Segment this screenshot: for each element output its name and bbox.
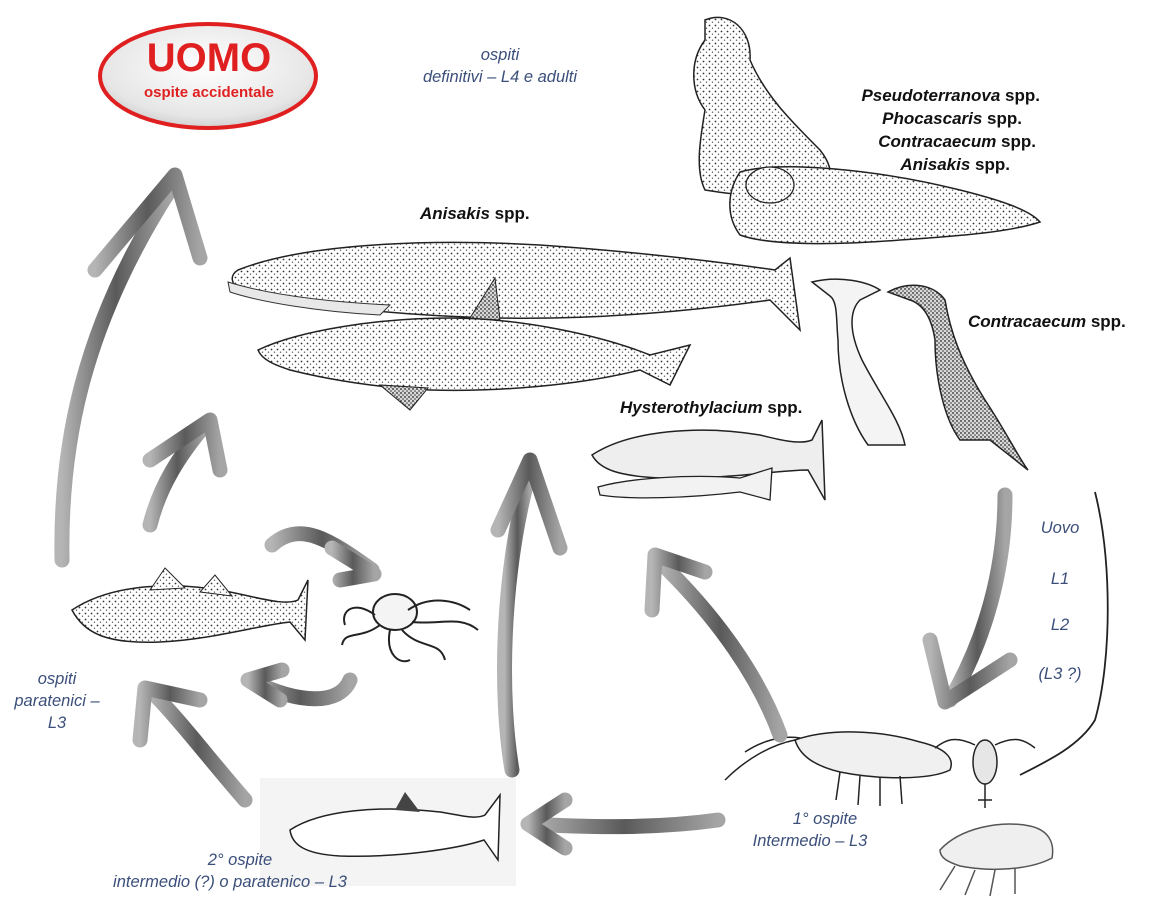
- whale-illustration: [228, 242, 800, 330]
- uomo-subtitle: ospite accidentale: [100, 84, 318, 102]
- hysterothylacium-fish-illustration: [592, 420, 825, 500]
- species-contracaecum-bird: Contracaecum spp.: [968, 311, 1126, 333]
- copepod-illustration: [935, 739, 1035, 808]
- stage-l1: L1: [1030, 568, 1090, 590]
- definitive-hosts-label: ospiti definitivi – L4 e adulti: [380, 44, 620, 88]
- species-anisakis-cetacean: Anisakis spp.: [420, 203, 530, 225]
- stage-l3-question: (L3 ?): [1025, 663, 1095, 685]
- species-contracaecum-pinniped: Contracaecum spp.: [800, 130, 1036, 153]
- first-host-label: 1° ospite Intermedio – L3: [730, 808, 890, 852]
- arrow-krill-to-sardine: [530, 820, 718, 827]
- amphipod-illustration: [940, 824, 1053, 896]
- krill-illustration: [725, 732, 951, 806]
- cod-fish-illustration: [72, 568, 308, 642]
- pinniped-species-list: Pseudoterranova spp. Phocascaris spp. Co…: [800, 84, 1040, 176]
- paratenic-hosts-label: ospiti paratenici – L3: [2, 668, 112, 734]
- species-hysterothylacium: Hysterothylacium spp.: [620, 397, 802, 419]
- seabirds-illustration: [812, 279, 1028, 470]
- species-anisakis-pinniped: Anisakis spp.: [800, 153, 1010, 176]
- second-host-label: 2° ospite intermedio (?) o paratenico – …: [70, 849, 390, 893]
- stage-uovo: Uovo: [1030, 517, 1090, 539]
- species-phocascaris: Phocascaris spp.: [800, 107, 1022, 130]
- stage-l2: L2: [1030, 614, 1090, 636]
- octopus-illustration: [342, 594, 478, 661]
- species-pseudoterranova: Pseudoterranova spp.: [800, 84, 1040, 107]
- uomo-title: UOMO: [100, 36, 318, 80]
- arrow-krill-to-fish: [660, 562, 780, 735]
